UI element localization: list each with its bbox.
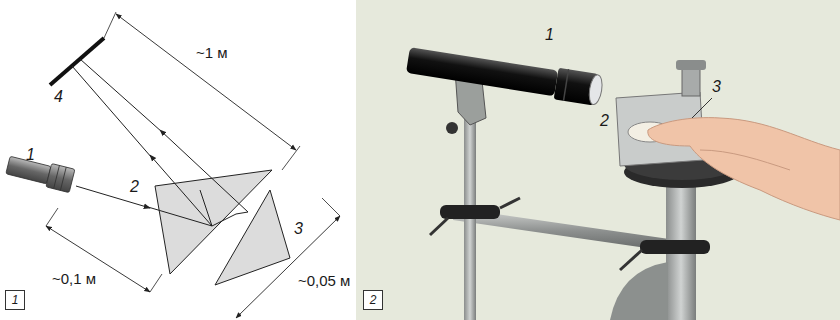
callout-number: 3 (294, 220, 303, 238)
dimension-label: ~0,05 м (298, 272, 350, 290)
callout-number: 3 (712, 78, 721, 96)
panel-number: 2 (370, 293, 377, 307)
panel-number-box: 2 (363, 290, 383, 310)
callout-number: 1 (26, 146, 35, 164)
callout-number: 2 (130, 178, 139, 196)
dimension-label: ~0,1 м (52, 270, 96, 288)
callout-number: 2 (600, 112, 609, 130)
panel-number-box: 1 (5, 290, 25, 310)
panel-number: 1 (12, 293, 19, 307)
callout-number: 1 (545, 26, 554, 44)
callout-number: 4 (54, 88, 63, 106)
dimension-label: ~1 м (196, 44, 228, 62)
